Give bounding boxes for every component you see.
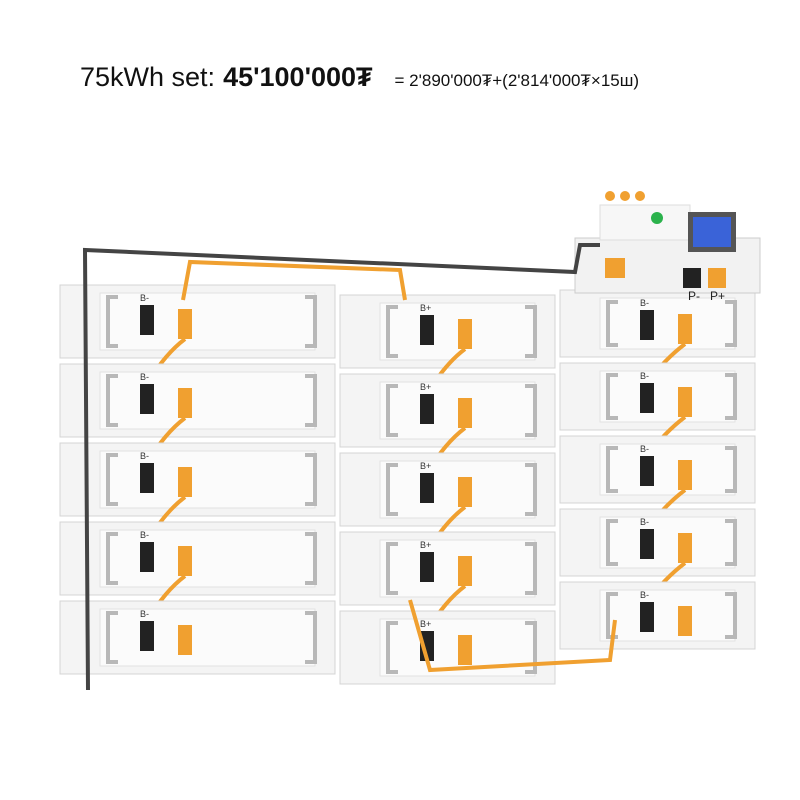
battery-module: B-: [59, 442, 336, 544]
svg-text:B-: B-: [640, 517, 649, 527]
battery-module: B+: [339, 531, 556, 633]
svg-text:B-: B-: [640, 444, 649, 454]
svg-text:B+: B+: [420, 303, 431, 313]
battery-module: B-: [59, 521, 336, 623]
battery-module: B-: [59, 600, 336, 675]
battery-module: B-: [559, 508, 756, 604]
svg-text:B-: B-: [640, 371, 649, 381]
svg-text:B-: B-: [140, 451, 149, 461]
link-cable: [181, 259, 407, 301]
battery-module: B-: [559, 435, 756, 531]
battery-module: B-: [559, 581, 756, 650]
main-cable: [82, 243, 600, 691]
set-label: 75kWh set:: [80, 62, 216, 92]
svg-text:B+: B+: [420, 619, 431, 629]
svg-text:B+: B+: [420, 461, 431, 471]
battery-module: B-: [559, 362, 756, 458]
svg-text:P+: P+: [710, 289, 725, 303]
svg-text:B-: B-: [140, 530, 149, 540]
link-cable-bottom: [408, 599, 617, 673]
svg-text:B-: B-: [640, 590, 649, 600]
battery-module: B-: [559, 289, 756, 385]
controller-box: P- P+: [574, 191, 761, 303]
total-price: 45'100'000₮: [223, 62, 373, 92]
battery-module: B+: [339, 610, 556, 685]
svg-text:B-: B-: [140, 609, 149, 619]
price-heading: 75kWh set: 45'100'000₮ = 2'890'000₮+(2'8…: [80, 62, 639, 93]
battery-module: B+: [339, 294, 556, 396]
svg-text:B-: B-: [140, 372, 149, 382]
svg-text:B+: B+: [420, 540, 431, 550]
battery-module: B-: [59, 363, 336, 465]
svg-text:P-: P-: [688, 289, 700, 303]
battery-module: B+: [339, 373, 556, 475]
svg-text:B-: B-: [140, 293, 149, 303]
svg-text:B+: B+: [420, 382, 431, 392]
price-formula: = 2'890'000₮+(2'814'000₮×15ш): [394, 71, 640, 90]
svg-text:B-: B-: [640, 298, 649, 308]
